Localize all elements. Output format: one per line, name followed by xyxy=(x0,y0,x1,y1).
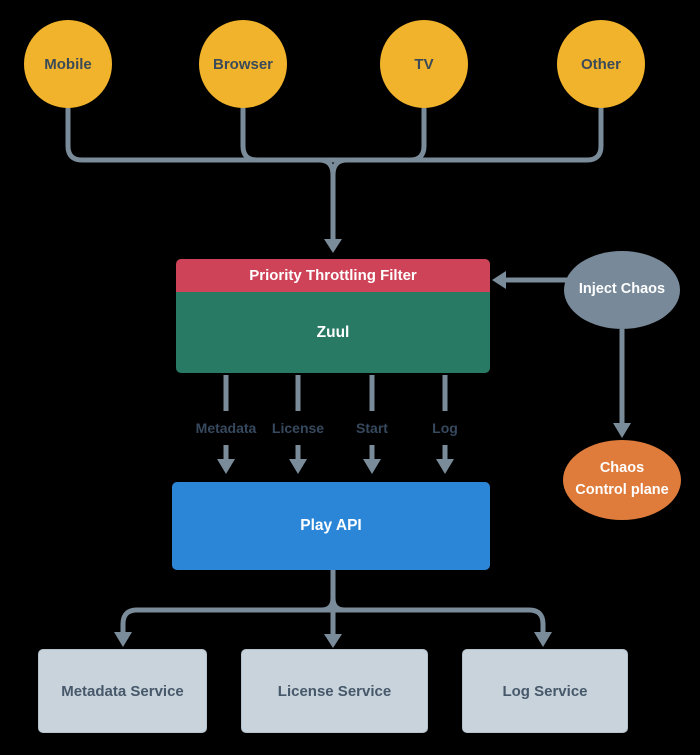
client-node-mobile: Mobile xyxy=(24,20,112,108)
play-api-label: Play API xyxy=(300,517,362,534)
chaos-control-plane-line1: Chaos xyxy=(599,460,645,477)
license-service-node: License Service xyxy=(241,649,428,733)
client-label: Browser xyxy=(212,55,274,73)
inject-chaos-arrow xyxy=(492,271,567,289)
zuul-label: Zuul xyxy=(316,323,350,341)
arrowhead-down-icon xyxy=(363,459,381,474)
service-label: Log Service xyxy=(502,682,588,700)
log-service-node: Log Service xyxy=(462,649,628,733)
filter-label: Priority Throttling Filter xyxy=(249,267,417,284)
playapi-to-services-connector xyxy=(114,570,552,648)
arrowhead-down-icon xyxy=(534,632,552,647)
arrowhead-down-icon xyxy=(217,459,235,474)
edge-label-start: Start xyxy=(356,420,388,436)
priority-throttling-filter-band: Priority Throttling Filter xyxy=(176,259,490,292)
client-bus-connector xyxy=(65,106,604,253)
edge-label-metadata: Metadata xyxy=(195,420,257,436)
chaos-control-plane-line2: Control plane xyxy=(575,482,669,498)
play-api-node: Play API xyxy=(172,482,490,570)
arrowhead-down-icon xyxy=(114,632,132,647)
zuul-gateway-node: Priority Throttling Filter Zuul xyxy=(176,259,490,373)
arrowhead-down-icon xyxy=(436,459,454,474)
zuul-to-playapi-arrows xyxy=(217,375,454,474)
client-label: Mobile xyxy=(44,55,92,73)
edge-label-log: Log xyxy=(432,420,458,436)
arrowhead-down-icon xyxy=(613,423,631,438)
client-label: TV xyxy=(414,55,434,73)
inject-chaos-label: Inject Chaos xyxy=(578,281,666,298)
inject-chaos-node: Inject Chaos xyxy=(564,251,680,329)
chaos-control-arrow xyxy=(613,329,631,438)
client-node-other: Other xyxy=(557,20,645,108)
chaos-control-plane-node: Chaos Control plane xyxy=(563,440,681,520)
service-label: License Service xyxy=(277,682,392,700)
edge-label-license: License xyxy=(271,420,325,436)
zuul-body: Zuul xyxy=(176,292,490,373)
service-label: Metadata Service xyxy=(61,682,184,700)
arrowhead-down-icon xyxy=(324,634,342,648)
arrowhead-down-icon xyxy=(289,459,307,474)
arrowhead-left-icon xyxy=(492,271,506,289)
client-node-browser: Browser xyxy=(199,20,287,108)
arrowhead-down-icon xyxy=(324,239,342,253)
client-node-tv: TV xyxy=(380,20,468,108)
metadata-service-node: Metadata Service xyxy=(38,649,207,733)
client-label: Other xyxy=(580,55,621,73)
